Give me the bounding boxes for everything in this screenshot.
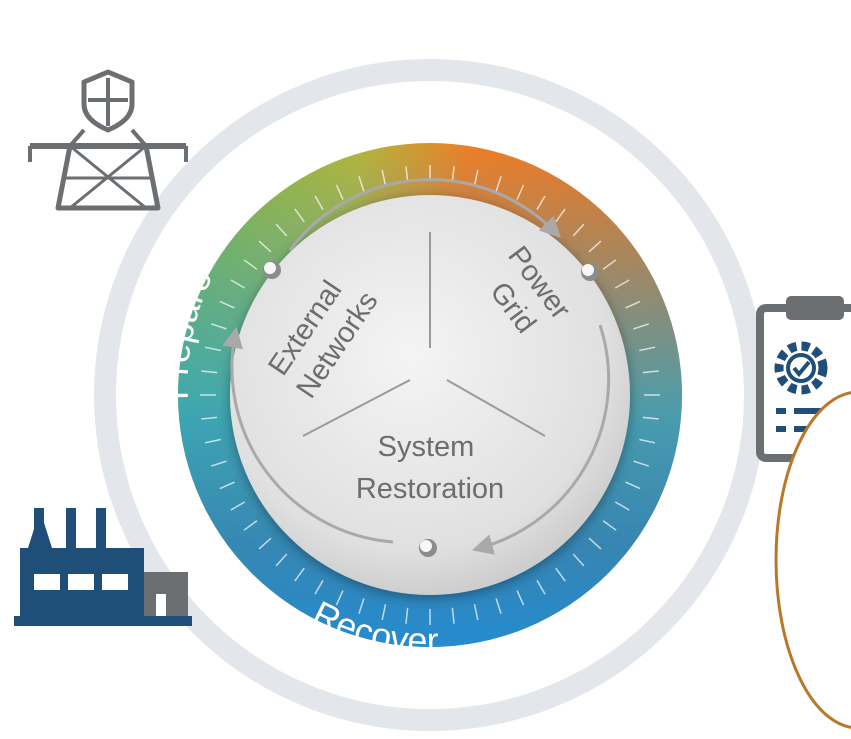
- ring-tick: [314, 579, 324, 595]
- ring-tick: [633, 460, 649, 467]
- ring-tick: [219, 300, 235, 309]
- ring-tick: [243, 520, 258, 531]
- ring-tick: [495, 598, 502, 614]
- ring-tick: [335, 590, 344, 606]
- ring-tick: [294, 567, 305, 582]
- ring-tick: [614, 279, 630, 289]
- ring-tick: [642, 370, 659, 374]
- ring-tick: [405, 607, 409, 624]
- outer-ring: [94, 59, 766, 731]
- center-disc: [230, 195, 630, 595]
- ring-tick: [211, 460, 227, 467]
- callout-ellipse: [774, 391, 851, 729]
- segment-dividers: [302, 232, 546, 437]
- ring-tick: [204, 438, 221, 444]
- ring-tick: [381, 169, 387, 186]
- ring-tick: [451, 166, 455, 183]
- transmission-tower-with-shield-icon: [28, 69, 188, 211]
- ring-tick: [358, 176, 365, 192]
- segment-label-system-restoration: System Restoration: [356, 431, 504, 505]
- ring-tick: [275, 553, 288, 567]
- ring-tick: [516, 184, 525, 200]
- ring-tick: [275, 223, 288, 237]
- ring-tick: [451, 607, 455, 624]
- factory-icon: [14, 508, 192, 626]
- ring-tick: [602, 259, 617, 270]
- ring-tick: [243, 259, 258, 270]
- ring-tick: [602, 520, 617, 531]
- ring-tick: [230, 501, 246, 511]
- ring-tick: [516, 590, 525, 606]
- ring-tick: [230, 279, 246, 289]
- ring-tick: [555, 567, 566, 582]
- ring-tick: [572, 223, 585, 237]
- ring-tick: [358, 598, 365, 614]
- ring-tick: [258, 240, 272, 253]
- ring-tick: [588, 240, 602, 253]
- ring-tick: [614, 501, 630, 511]
- ring-tick: [258, 537, 272, 550]
- ring-tick: [335, 184, 344, 200]
- ring-tick: [473, 169, 479, 186]
- cycle-arrows: [222, 178, 611, 555]
- ring-tick: [633, 323, 649, 330]
- ring-tick: [625, 300, 641, 309]
- ring-tick: [639, 346, 656, 352]
- ring-tick: [473, 604, 479, 621]
- ring-tick: [405, 166, 409, 183]
- ring-tick: [495, 176, 502, 192]
- ring-tick: [204, 346, 221, 352]
- ring-tick: [294, 208, 305, 223]
- ring-tick: [536, 195, 546, 211]
- ring-tick: [201, 370, 218, 374]
- ring-tick: [588, 537, 602, 550]
- ring-tick: [201, 416, 218, 420]
- ring-tick: [639, 438, 656, 444]
- ring-tick: [536, 579, 546, 595]
- ring-tick: [625, 481, 641, 490]
- ring-tick: [381, 604, 387, 621]
- ring-tick-marks: [200, 165, 660, 625]
- ring-tick: [572, 553, 585, 567]
- disc-pins: [263, 261, 599, 557]
- ring-tick: [219, 481, 235, 490]
- ring-tick: [314, 195, 324, 211]
- ring-tick: [642, 416, 659, 420]
